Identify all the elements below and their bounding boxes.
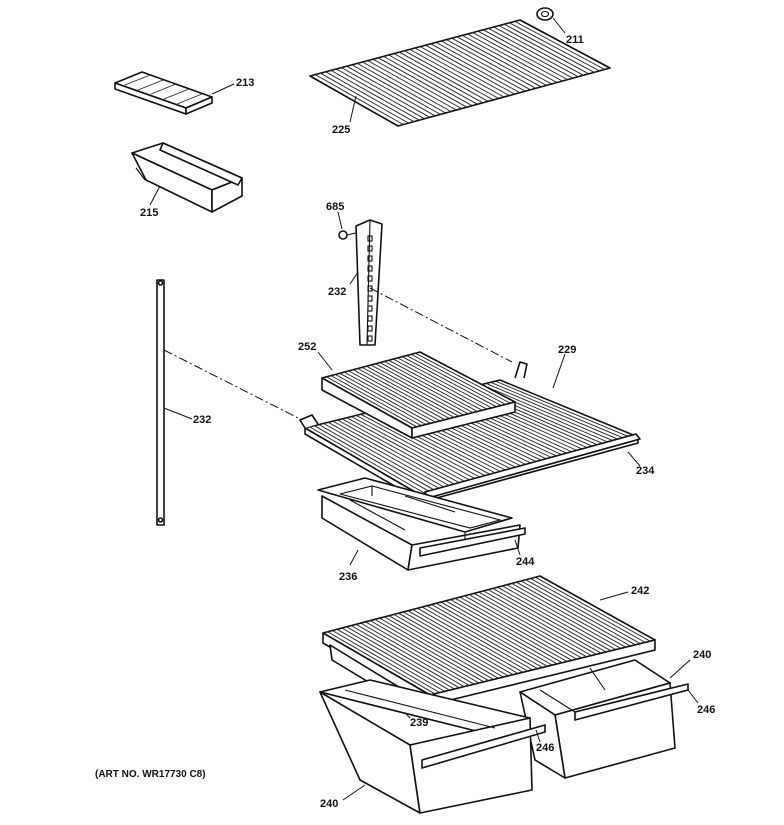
callout-240-right: 240 bbox=[693, 649, 711, 661]
callout-labels: 211 213 225 215 685 232 252 229 232 234 … bbox=[140, 34, 715, 810]
callout-246-left: 246 bbox=[536, 742, 554, 754]
callout-213: 213 bbox=[236, 77, 254, 89]
part-232-center-rail bbox=[349, 219, 383, 346]
callout-225: 225 bbox=[332, 124, 350, 136]
callout-252: 252 bbox=[298, 341, 316, 353]
callout-234: 234 bbox=[636, 465, 655, 477]
part-213-egg-tray bbox=[114, 71, 235, 115]
callout-239: 239 bbox=[410, 717, 428, 729]
alignment-lines bbox=[163, 287, 513, 426]
callout-242: 242 bbox=[631, 585, 649, 597]
callout-685: 685 bbox=[326, 201, 344, 213]
callout-240-left: 240 bbox=[320, 798, 338, 810]
part-244-handle bbox=[419, 527, 526, 557]
part-246-left-handle bbox=[421, 724, 546, 769]
callout-246-right: 246 bbox=[697, 704, 715, 716]
art-number: (ART NO. WR17730 C8) bbox=[95, 769, 206, 780]
callout-236: 236 bbox=[339, 571, 357, 583]
callout-229: 229 bbox=[558, 344, 576, 356]
part-225-wire-shelf bbox=[309, 19, 611, 127]
callout-232-center: 232 bbox=[328, 286, 346, 298]
part-240-right-crisper bbox=[519, 659, 691, 779]
callout-211: 211 bbox=[566, 34, 584, 46]
callout-244: 244 bbox=[516, 556, 535, 568]
callout-215: 215 bbox=[140, 207, 158, 219]
part-240-left-crisper bbox=[319, 679, 533, 814]
part-232-left-rail bbox=[156, 279, 193, 526]
part-215-bin bbox=[131, 142, 243, 213]
part-211-cap bbox=[536, 7, 566, 34]
part-252-small-shelf bbox=[317, 351, 516, 439]
part-246-right-handle bbox=[574, 683, 699, 721]
callout-232-left: 232 bbox=[193, 414, 211, 426]
